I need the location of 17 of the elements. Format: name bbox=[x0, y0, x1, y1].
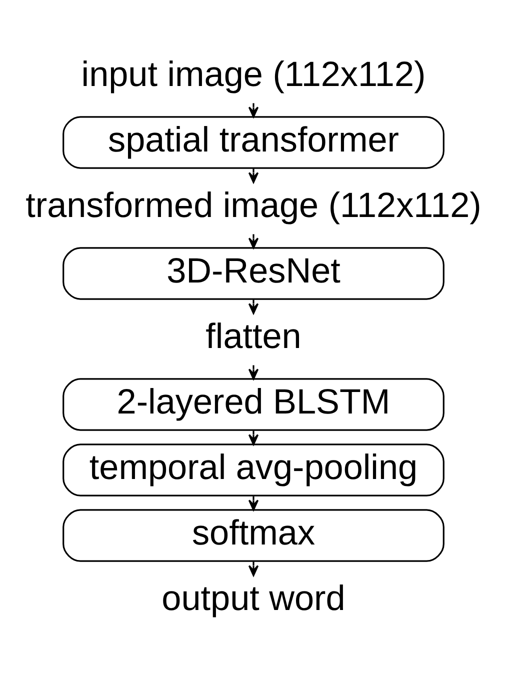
arrow bbox=[248, 364, 259, 380]
arrow bbox=[248, 561, 259, 576]
node-text: flatten bbox=[206, 316, 302, 356]
node-box: temporal avg-pooling bbox=[62, 443, 444, 496]
node-text: transformed image (112x112) bbox=[26, 185, 482, 224]
arrow bbox=[248, 299, 259, 314]
node-box: softmax bbox=[62, 508, 444, 562]
node-box: 2-layered BLSTM bbox=[62, 378, 444, 430]
arrow bbox=[248, 430, 259, 445]
node-box: spatial transformer bbox=[62, 116, 444, 168]
arrow bbox=[248, 102, 259, 118]
arrow bbox=[248, 234, 259, 248]
node-text: input image (112x112) bbox=[81, 54, 426, 94]
node-box: 3D-ResNet bbox=[62, 246, 444, 300]
node-text: output word bbox=[162, 578, 346, 618]
arrow bbox=[248, 496, 259, 510]
arrow bbox=[248, 168, 259, 183]
